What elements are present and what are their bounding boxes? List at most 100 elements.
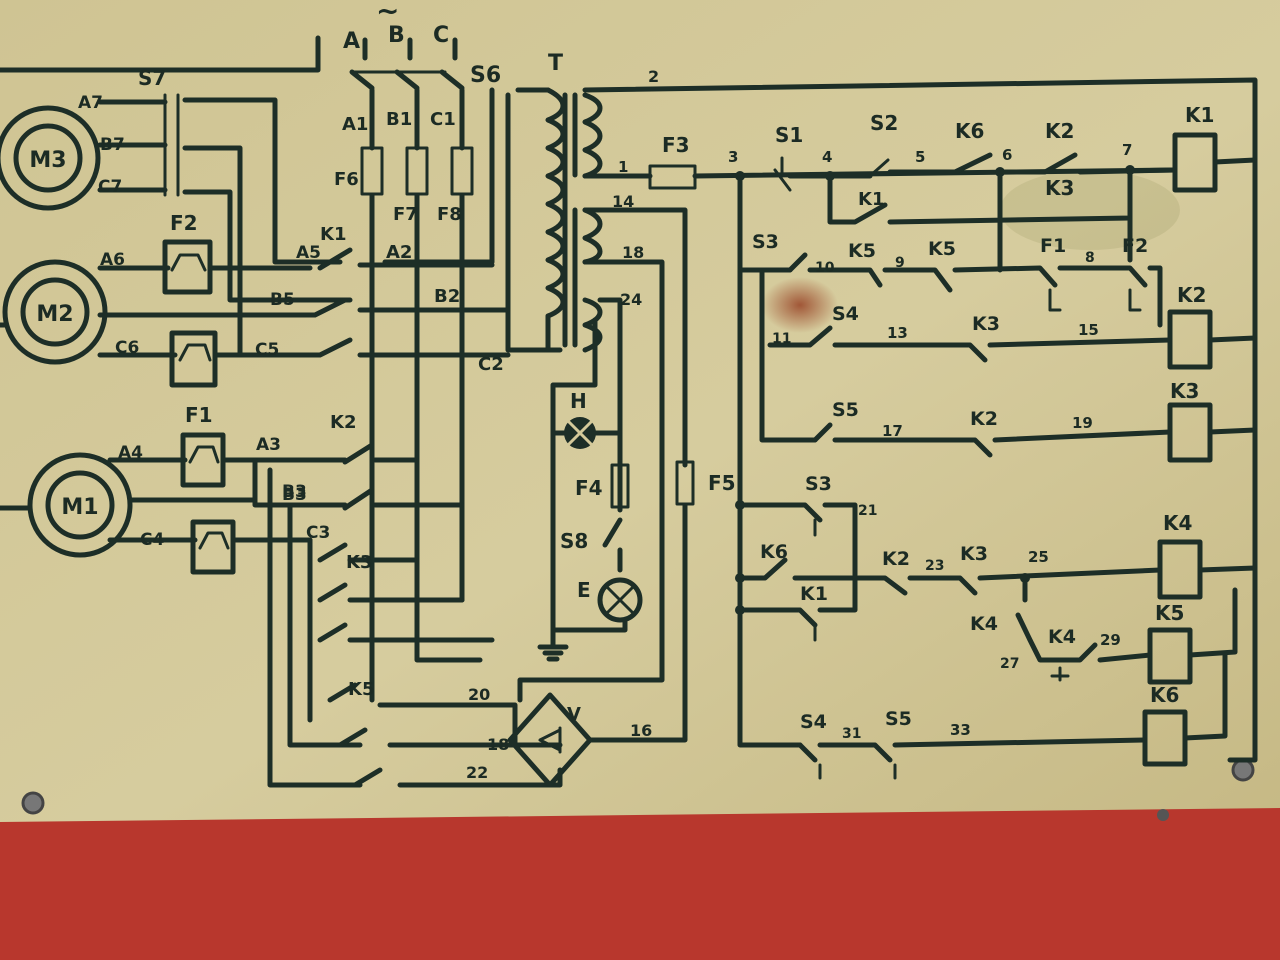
node-15: 15 [1078,321,1099,339]
m3-term-c: C7 [98,177,122,197]
s4-lower-label: S4 [800,711,827,733]
k4-timer-label: K4 [1048,626,1076,648]
node-11: 11 [772,331,791,347]
n18-label: 18 [487,735,509,754]
node-29: 29 [1100,631,1121,649]
k3-coil-label: K3 [1170,379,1199,403]
fuse-f7 [405,146,429,196]
motor-m2: M2 [2,259,108,365]
k3-mid-label: K3 [972,313,1000,335]
node-3: 3 [728,148,738,166]
f2-control-label: F2 [1122,235,1148,257]
control-circuit [735,132,1258,780]
a2-label: A2 [386,242,412,263]
s2-label: S2 [870,111,898,135]
k2-lower-label: K2 [882,548,910,570]
m2-term-c: C6 [115,338,139,358]
f4-label: F4 [575,476,603,500]
tap-18: 18 [622,243,644,262]
node-6: 6 [1002,146,1012,164]
motor-m1: M1 [27,452,133,558]
k3-lower-label: K3 [960,543,988,565]
labels: A B C ~ S6 T S7 A7 B7 C7 A6 B5 C6 A4 B3 … [78,0,1214,782]
tap-24: 24 [620,290,642,309]
s7-label: S7 [138,66,166,90]
phase-b-label: B [388,23,405,48]
a1-label: A1 [342,114,368,135]
b1-label: B1 [386,109,412,130]
screw-hole [1157,809,1169,821]
k5-left-label: K5 [848,240,876,262]
c1-label: C1 [430,109,456,130]
n16-label: 16 [630,721,652,740]
s3-upper-label: S3 [752,231,779,253]
m2-term-b: B5 [270,290,295,310]
m1-term-a: A4 [118,443,143,463]
m3-term-b: B7 [100,135,125,155]
node-17: 17 [882,422,903,440]
aux-circuit [507,164,697,788]
f7-label: F7 [393,204,418,225]
c3-label: C3 [306,523,330,543]
k3-top-label: K3 [1045,176,1074,200]
c5-label: C5 [255,340,279,360]
motor-m3: M3 [0,105,101,211]
transformer-label: T [548,51,563,76]
a5-label: A5 [296,243,321,263]
motor-m2-label: M2 [36,302,73,327]
phase-a-label: A [343,29,360,54]
power-circuit [0,35,563,788]
fuse-f5 [675,460,695,506]
k5-coil-label: K5 [1155,601,1184,625]
k4-coil-label: K4 [1163,511,1192,535]
fuse-f6 [360,146,384,196]
node-31: 31 [842,726,861,742]
s4-upper-label: S4 [832,303,859,325]
n22-label: 22 [466,763,488,782]
node-2: 2 [648,67,659,86]
node-9: 9 [895,255,905,271]
s5-upper-label: S5 [832,399,859,421]
node-4: 4 [822,148,832,166]
k6-coil-label: K6 [1150,683,1179,707]
phase-c-label: C [433,23,449,48]
node-25: 25 [1028,548,1049,566]
lamp-e-icon [597,577,643,623]
a3-label: A3 [256,435,281,455]
panel-plate [0,0,1280,822]
k5-power-label: K5 [348,679,374,700]
node-13: 13 [887,324,908,342]
s3-lower-label: S3 [805,473,832,495]
fuse-f3 [648,164,697,190]
b3-label: B3 [282,485,307,505]
m1-term-c: C4 [140,530,164,550]
s5-lower-label: S5 [885,708,912,730]
k6-lower-label: K6 [760,541,788,563]
node-23: 23 [925,558,944,574]
fuse-f4 [610,463,630,509]
node-1: 1 [618,158,628,176]
tap-14: 14 [612,192,634,211]
e-label: E [577,578,591,602]
fuse-f8 [450,146,474,196]
k2-coil-label: K2 [1177,283,1206,307]
s8-label: S8 [560,529,588,553]
f8-label: F8 [437,204,462,225]
panel-screw-left [21,791,45,815]
node-19: 19 [1072,414,1093,432]
f3-label: F3 [662,133,690,157]
panel-screw-right [1231,758,1255,782]
f2-power-label: F2 [170,211,198,235]
thermal-relays-power [162,239,236,575]
f6-label: F6 [334,169,359,190]
rectifier-v [507,692,593,788]
rust-stain [762,277,838,333]
grime-patch [1000,170,1180,250]
f1-control-label: F1 [1040,235,1066,257]
motor-m1-label: M1 [61,495,98,520]
ground-icon [537,622,569,662]
node-27: 27 [1000,656,1019,672]
s1-label: S1 [775,123,803,147]
k1-hold-label: K1 [858,189,884,210]
